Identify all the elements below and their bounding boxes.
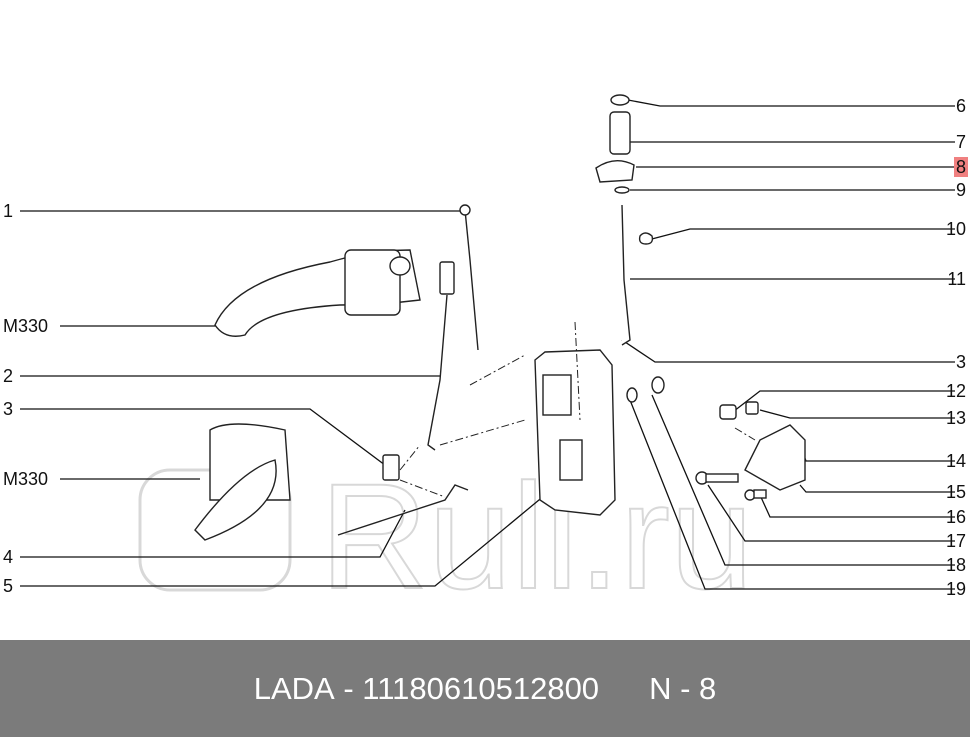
part-bushings <box>719 401 759 420</box>
callout-19: 19 <box>945 579 966 599</box>
callout-14: 14 <box>945 451 966 471</box>
footer-position: N - 8 <box>649 670 717 706</box>
part-inner-handle <box>194 423 291 541</box>
part-boot <box>609 111 631 155</box>
part-screw-16 <box>744 489 767 501</box>
callout-13: 13 <box>945 408 966 428</box>
part-rod-11 <box>621 204 631 346</box>
part-nut-19 <box>626 387 638 403</box>
part-clip <box>638 232 654 245</box>
footer-bar: LADA - 11180610512800 N - 8 <box>0 640 970 737</box>
callout-m330-lower: M330 <box>3 469 49 489</box>
footer-separator: - <box>334 670 363 706</box>
callout-3-right: 3 <box>955 352 966 372</box>
part-outer-handle <box>214 249 421 337</box>
callout-9: 9 <box>955 180 966 200</box>
part-bolt-15 <box>695 471 739 485</box>
part-washer <box>614 186 630 194</box>
part-bracket-3 <box>382 454 400 481</box>
callout-2: 2 <box>3 366 14 386</box>
callout-6: 6 <box>955 96 966 116</box>
callout-7: 7 <box>955 132 966 152</box>
callout-m330-upper: M330 <box>3 316 49 336</box>
part-rod-1 <box>459 204 479 351</box>
callout-15: 15 <box>945 482 966 502</box>
part-lock-mechanism <box>534 349 616 516</box>
callout-3-left: 3 <box>3 399 14 419</box>
part-rod-2 <box>427 261 455 451</box>
footer-brand: LADA <box>253 670 335 706</box>
callout-1: 1 <box>3 201 14 221</box>
callout-10: 10 <box>945 219 966 239</box>
part-rod-4 <box>337 484 469 536</box>
callout-18: 18 <box>945 555 966 575</box>
callout-4: 4 <box>3 547 14 567</box>
callout-5: 5 <box>3 576 14 596</box>
part-cap <box>610 94 630 106</box>
callout-11: 11 <box>947 269 966 289</box>
callout-12: 12 <box>945 381 966 401</box>
leader-lines <box>20 99 955 590</box>
part-striker-plate <box>744 424 806 491</box>
callout-17: 17 <box>945 531 966 551</box>
assembly-dashes <box>399 321 756 498</box>
callout-8-highlighted: 8 <box>953 157 968 177</box>
callout-16: 16 <box>945 507 966 527</box>
part-knob-housing <box>595 160 635 183</box>
parts-diagram: Ruli.ru <box>20 94 955 621</box>
part-screw-18 <box>651 376 665 394</box>
footer-part-number: 11180610512800 <box>362 670 600 706</box>
